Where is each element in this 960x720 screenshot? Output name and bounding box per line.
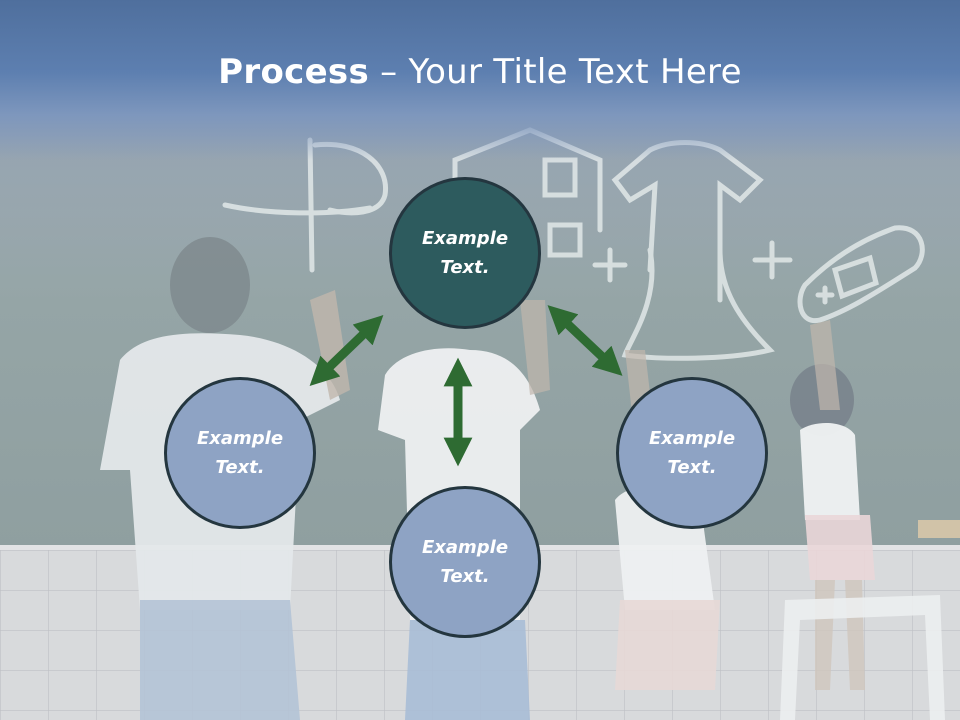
title-bold: Process xyxy=(218,52,370,92)
node-top-label: Example Text. xyxy=(421,228,509,278)
title-band xyxy=(0,0,960,160)
process-node-right[interactable]: Example Text. xyxy=(616,377,768,529)
node-bottom-label: Example Text. xyxy=(421,537,509,587)
title-rest: – Your Title Text Here xyxy=(369,52,742,92)
slide-title: Process – Your Title Text Here xyxy=(0,52,960,92)
process-node-left[interactable]: Example Text. xyxy=(164,377,316,529)
process-node-bottom[interactable]: Example Text. xyxy=(389,486,541,638)
arrow-top-left xyxy=(309,315,384,386)
node-right-label: Example Text. xyxy=(648,428,736,478)
arrow-top-right xyxy=(547,305,623,376)
node-left-label: Example Text. xyxy=(196,428,284,478)
process-node-top[interactable]: Example Text. xyxy=(389,177,541,329)
